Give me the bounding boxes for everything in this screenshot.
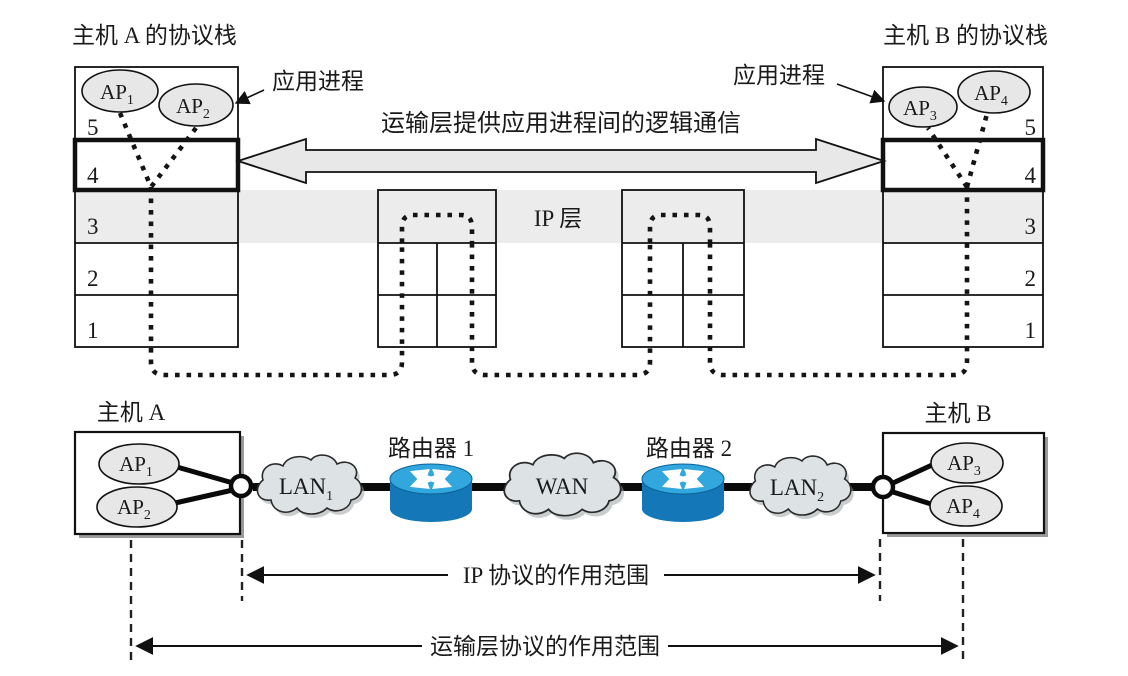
svg-text:5: 5 — [87, 115, 99, 140]
ap3-ellipse-bottom — [930, 442, 1004, 484]
host-a-stack-title: 主机 A 的协议栈 — [72, 23, 237, 48]
lan1-cloud — [256, 454, 365, 518]
ap2-ellipse-top — [158, 83, 234, 127]
ip-layer-label: IP 层 — [534, 206, 582, 231]
host-a-layer-numbers: 5 4 3 2 1 — [87, 115, 99, 343]
ap3-label-top: AP3 — [903, 96, 937, 124]
lan2-label: LAN2 — [770, 475, 824, 505]
ap4-label-bottom: AP4 — [946, 494, 980, 522]
host-b-fork-ap4 — [892, 489, 932, 507]
router-arrows-icon — [409, 468, 453, 490]
app-process-label-left: 应用进程 — [272, 69, 364, 94]
wan-label: WAN — [536, 474, 589, 499]
ap4-ellipse-bottom — [929, 485, 1003, 527]
svg-text:1: 1 — [1025, 318, 1037, 343]
svg-text:3: 3 — [1025, 214, 1037, 239]
dotted-communication-path — [117, 112, 990, 378]
ap3-label-bottom: AP3 — [947, 451, 981, 479]
host-b-layer4-box — [880, 137, 1046, 193]
router2-label: 路由器 2 — [646, 436, 732, 461]
app-process-pointer-right — [836, 83, 886, 104]
ap2-label-bottom: AP2 — [117, 495, 151, 523]
router2-protocol-stack — [621, 189, 745, 348]
host-b-fork-ap3 — [891, 462, 934, 486]
lan2-cloud — [749, 455, 854, 519]
host-a-protocol-stack — [72, 66, 241, 348]
host-b-label: 主机 B — [924, 401, 991, 426]
app-process-label-right: 应用进程 — [733, 63, 825, 88]
ap1-label-bottom: AP1 — [119, 452, 153, 480]
router1-icon — [389, 463, 473, 522]
ap2-ellipse-bottom — [96, 486, 178, 528]
transport-arrow-label: 运输层提供应用进程间的逻辑通信 — [381, 110, 741, 137]
ap1-ellipse-top — [81, 69, 159, 113]
scope-boundary-dashed-lines — [129, 539, 965, 664]
router1-protocol-stack — [377, 189, 497, 348]
host-b-layer-numbers: 5 4 3 2 1 — [1025, 115, 1037, 343]
host-a-connector-circle — [228, 473, 254, 499]
lan1-label: LAN1 — [279, 474, 333, 504]
svg-text:2: 2 — [87, 266, 99, 291]
router2-icon — [641, 463, 725, 522]
svg-text:4: 4 — [1025, 163, 1037, 188]
host-a-fork-ap2 — [174, 487, 234, 506]
ap4-label-top: AP4 — [974, 81, 1008, 109]
svg-text:1: 1 — [87, 318, 99, 343]
ap2-label-top: AP2 — [176, 94, 210, 122]
host-a-label: 主机 A — [97, 400, 166, 425]
router-arrows-icon — [661, 468, 705, 490]
svg-text:5: 5 — [1025, 115, 1037, 140]
ap1-ellipse-bottom — [98, 443, 180, 485]
ap3-ellipse-top — [888, 86, 958, 128]
ap1-label-top: AP1 — [100, 80, 134, 108]
transport-scope-label: 运输层协议的作用范围 — [430, 634, 660, 659]
svg-text:3: 3 — [87, 214, 99, 239]
router1-label: 路由器 1 — [388, 436, 474, 461]
host-a-layer4-box — [72, 137, 241, 193]
host-b-connector-circle — [870, 474, 896, 500]
svg-text:4: 4 — [87, 163, 99, 188]
wan-cloud — [503, 452, 625, 520]
host-a-fork-ap1 — [176, 464, 234, 486]
app-process-pointer-left — [234, 89, 265, 105]
host-b-stack-title: 主机 B 的协议栈 — [883, 23, 1048, 48]
host-b-protocol-stack — [880, 66, 1046, 348]
ap4-ellipse-top — [957, 70, 1031, 114]
ip-scope-label: IP 协议的作用范围 — [463, 563, 649, 588]
ip-layer-band — [75, 190, 1043, 243]
svg-text:2: 2 — [1025, 266, 1037, 291]
transport-logical-communication-arrow — [235, 137, 887, 185]
